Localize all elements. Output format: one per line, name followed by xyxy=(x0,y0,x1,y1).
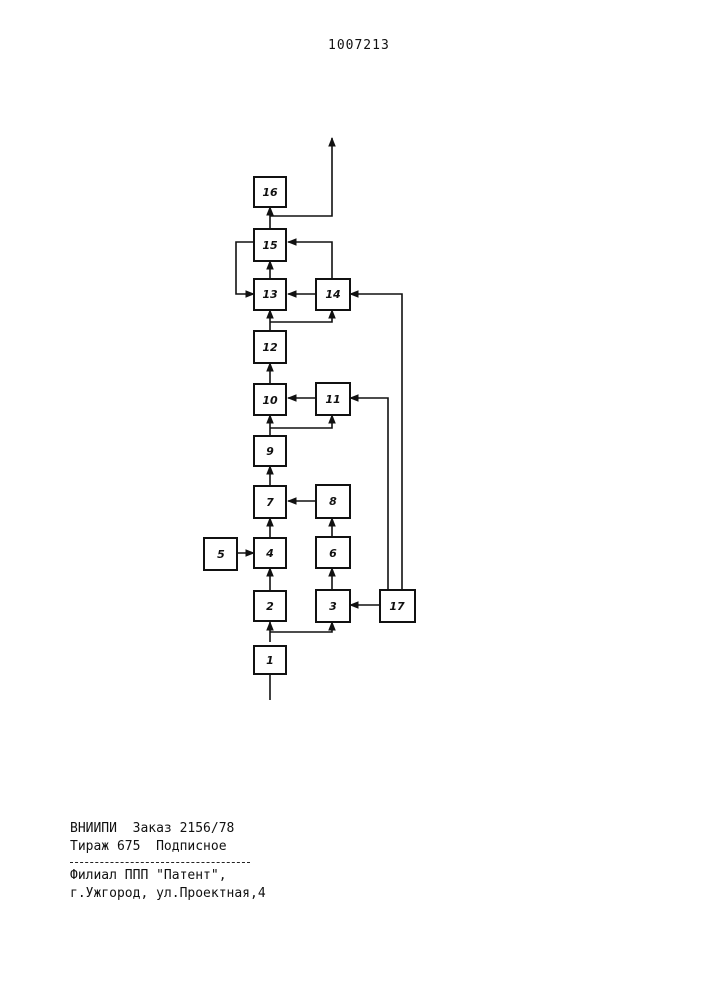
block-16: 16 xyxy=(254,177,286,207)
block-4: 4 xyxy=(254,538,286,568)
block-15-label: 15 xyxy=(262,239,278,252)
block-2-label: 2 xyxy=(266,600,274,613)
block-2: 2 xyxy=(254,591,286,621)
block-17-label: 17 xyxy=(389,600,405,613)
block-12-label: 12 xyxy=(262,341,278,354)
block-14-label: 14 xyxy=(325,288,340,301)
block-6: 6 xyxy=(316,537,350,568)
block-13-label: 13 xyxy=(262,288,278,301)
block-3: 3 xyxy=(316,590,350,622)
block-10: 10 xyxy=(254,384,286,415)
block-15: 15 xyxy=(254,229,286,261)
block-3-label: 3 xyxy=(329,600,337,613)
imprint-block: ВНИИПИ Заказ 2156/78 Тираж 675 Подписное… xyxy=(70,820,266,903)
block-10-label: 10 xyxy=(262,394,278,407)
block-1: 1 xyxy=(254,646,286,674)
block-11-label: 11 xyxy=(325,393,340,406)
imprint-separator xyxy=(70,862,250,863)
block-5: 5 xyxy=(204,538,237,570)
block-13: 13 xyxy=(254,279,286,310)
block-4-label: 4 xyxy=(265,547,274,560)
block-7-label: 7 xyxy=(266,496,274,509)
block-17: 17 xyxy=(380,590,415,622)
block-5-label: 5 xyxy=(217,548,225,561)
block-11: 11 xyxy=(316,383,350,415)
imprint-line-2: Тираж 675 Подписное xyxy=(70,838,266,856)
block-6-label: 6 xyxy=(329,547,337,560)
imprint-line-4: г.Ужгород, ул.Проектная,4 xyxy=(70,885,266,903)
block-16-label: 16 xyxy=(262,186,278,199)
imprint-line-1: ВНИИПИ Заказ 2156/78 xyxy=(70,820,266,838)
imprint-line-3: Филиал ППП "Патент", xyxy=(70,867,266,885)
block-8-label: 8 xyxy=(329,495,337,508)
block-14: 14 xyxy=(316,279,350,310)
block-9: 9 xyxy=(254,436,286,466)
block-12: 12 xyxy=(254,331,286,363)
block-9-label: 9 xyxy=(266,445,274,458)
block-7: 7 xyxy=(254,486,286,518)
block-1-label: 1 xyxy=(266,654,274,667)
block-8: 8 xyxy=(316,485,350,518)
